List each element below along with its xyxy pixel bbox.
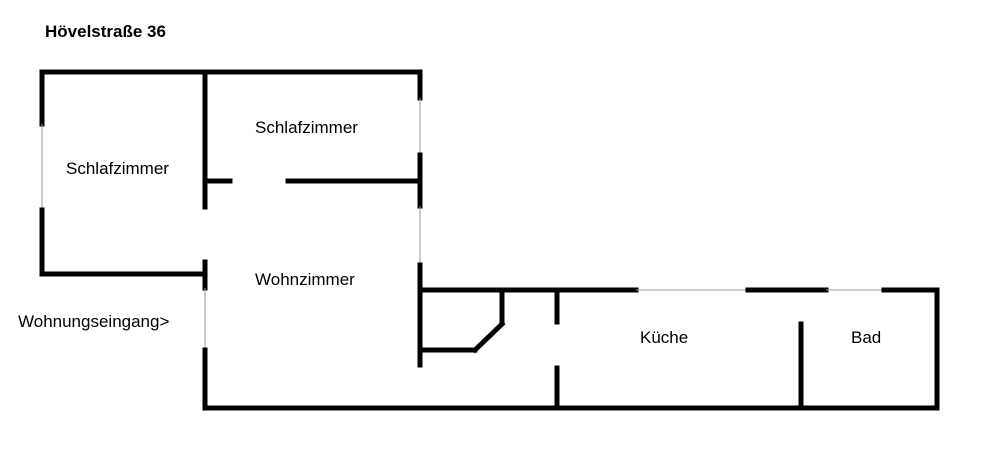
floor-plan-title: Hövelstraße 36: [45, 22, 166, 41]
room-label-schlafzimmer-top: Schlafzimmer: [255, 118, 358, 137]
wall-storage-diagonal: [471, 320, 506, 354]
room-label-wohnzimmer: Wohnzimmer: [255, 270, 355, 289]
room-label-schlafzimmer-left: Schlafzimmer: [66, 159, 169, 178]
room-label-kueche: Küche: [640, 328, 688, 347]
entrance-label: Wohnungseingang>: [18, 312, 169, 331]
room-label-bad: Bad: [851, 328, 881, 347]
